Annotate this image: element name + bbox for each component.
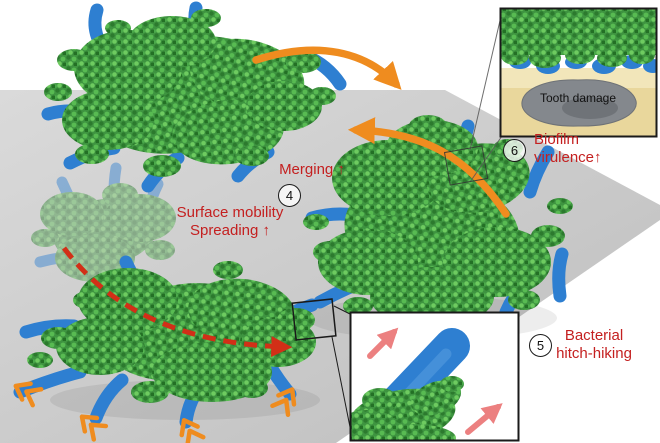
step-4-badge: 4 <box>278 184 301 207</box>
ghost-biofilm-mass <box>31 183 176 282</box>
biofilm-virulence-line1: Biofilm <box>534 131 580 148</box>
hitchhiking-line2: hitch-hiking <box>556 345 632 362</box>
hitchhike-arrow-icon <box>367 327 399 359</box>
merging-label: Merging ↑ <box>279 161 345 178</box>
surface-mobility-line1: Surface mobility <box>176 204 284 221</box>
merge-arrow-right-icon <box>252 46 402 90</box>
inset-tooth-damage <box>499 7 658 138</box>
surface-mobility-line2: Spreading ↑ <box>189 222 271 239</box>
spread-chevrons <box>13 381 297 443</box>
step-5-badge: 5 <box>529 334 552 357</box>
surface-mobility-dashed-arrow-icon <box>62 246 293 358</box>
hitchhiking-label: Bacterial hitch-hiking <box>536 327 652 363</box>
callout-frame-hitchhiking <box>291 298 353 438</box>
inset-hitchhiking-content <box>351 327 503 440</box>
biofilm-virulence-line2: virulence↑ <box>534 149 602 166</box>
attached-biofilm-cluster <box>351 376 464 440</box>
inset-tooth-border <box>499 7 658 138</box>
tooth-damage-deep <box>562 97 618 119</box>
inset-hitchhiking-border <box>349 311 520 442</box>
spread-chevron-icon <box>179 417 206 443</box>
spread-chevron-icon <box>270 387 297 418</box>
biofilm-virulence-label: Biofilm virulence↑ <box>534 131 656 167</box>
biofilm-mass <box>44 9 336 177</box>
step-6-badge: 6 <box>503 139 526 162</box>
inset-tooth-content <box>501 9 656 136</box>
biofilm-band <box>501 9 656 68</box>
hitchhiking-line1: Bacterial <box>564 327 624 344</box>
callout-frame-tooth <box>443 11 503 186</box>
biofilm-aggregate-ghost <box>31 162 176 282</box>
tooth-damage-caption: Tooth damage <box>539 91 617 105</box>
surface-mobility-label: Surface mobility Spreading ↑ <box>130 204 330 240</box>
biofilm-aggregate-top-left <box>41 1 347 193</box>
hitchhike-arrow-icon <box>465 403 503 435</box>
spread-chevron-icon <box>79 414 109 442</box>
inset-hitchhiking <box>349 311 520 442</box>
spread-chevron-icon <box>13 381 44 408</box>
merge-arrow-left-icon <box>347 117 510 218</box>
